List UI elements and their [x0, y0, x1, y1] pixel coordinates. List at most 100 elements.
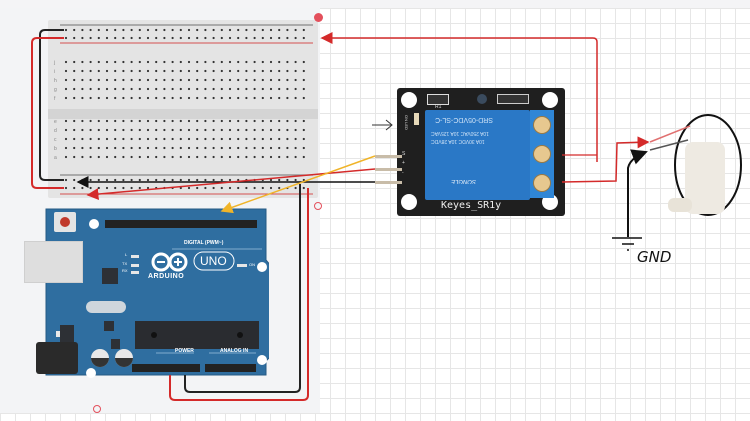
terminal-screw-com[interactable] [533, 145, 551, 163]
breadboard-hole [146, 128, 150, 132]
breadboard-hole [278, 146, 281, 150]
breadboard-hole [130, 69, 133, 73]
breadboard-hole [97, 87, 100, 91]
breadboard-hole [146, 186, 150, 190]
breadboard-hole [122, 36, 125, 40]
breadboard-hole [64, 186, 68, 190]
row-letter: c [54, 137, 57, 143]
breadboard-hole [130, 137, 133, 141]
breadboard-hole [64, 96, 68, 100]
breadboard-hole [163, 28, 166, 32]
breadboard-hole [130, 87, 133, 91]
breadboard-hole [155, 96, 158, 100]
breadboard-hole [171, 155, 174, 159]
breadboard-hole [294, 87, 297, 91]
breadboard-hole [204, 178, 207, 182]
breadboard-hole [105, 78, 109, 82]
breadboard-hole [278, 119, 281, 123]
breadboard-hole [130, 28, 133, 32]
breadboard-hole [261, 146, 264, 150]
breadboard-hole [253, 78, 256, 82]
breadboard-hole [204, 146, 207, 150]
terminal-screw-nc[interactable] [533, 174, 551, 192]
breadboard-hole [114, 69, 117, 73]
breadboard-hole [286, 137, 289, 141]
breadboard-hole [155, 155, 158, 159]
breadboard-hole [261, 137, 264, 141]
terminal-screw-no[interactable] [533, 116, 551, 134]
breadboard-hole [237, 78, 240, 82]
breadboard-hole [73, 119, 76, 123]
breadboard-hole [212, 96, 215, 100]
breadboard-hole [269, 119, 273, 123]
breadboard-hole [196, 78, 199, 82]
breadboard-hole [261, 78, 264, 82]
breadboard-hole [163, 155, 166, 159]
breadboard-hole [138, 137, 141, 141]
arduino-power-jack[interactable] [36, 342, 78, 374]
breadboard-hole [302, 36, 305, 40]
breadboard-hole [204, 128, 207, 132]
breadboard-hole [81, 128, 84, 132]
row-letter: i [54, 69, 55, 75]
relay-pin-gnd[interactable] [375, 181, 402, 184]
relay-module[interactable]: R1 ON LED SRD-05VDC-SL-C 10A 250VAC 10A … [397, 88, 565, 216]
arduino-usb-port[interactable] [24, 241, 83, 283]
breadboard-hole [269, 155, 273, 159]
water-pump[interactable] [660, 110, 750, 230]
breadboard-hole [138, 119, 141, 123]
breadboard-hole [179, 69, 182, 73]
breadboard-hole [302, 60, 305, 64]
relay-mount-hole [401, 92, 417, 108]
breadboard-hole [253, 119, 256, 123]
breadboard-hole [245, 60, 248, 64]
breadboard-hole [245, 69, 248, 73]
breadboard-hole [64, 69, 68, 73]
relay-mount-hole [542, 194, 558, 210]
breadboard-hole [105, 28, 109, 32]
breadboard-hole [278, 60, 281, 64]
breadboard-hole [278, 96, 281, 100]
arduino-uno-board[interactable]: ARDUINO UNO DIGITAL (PWM~) POWER ANALOG … [24, 205, 269, 380]
breadboard-handle-bottom[interactable] [314, 202, 322, 210]
arduino-reset-button[interactable] [54, 212, 76, 232]
breadboard-hole [286, 87, 289, 91]
breadboard-hole [97, 69, 100, 73]
breadboard-hole [294, 69, 297, 73]
arduino-led-l-label: L [125, 252, 128, 257]
breadboard-hole [146, 155, 150, 159]
breadboard-hole [130, 146, 133, 150]
breadboard-hole [97, 146, 100, 150]
breadboard-hole [187, 36, 191, 40]
breadboard-hole [97, 60, 100, 64]
relay-pin-signal[interactable] [375, 155, 402, 158]
breadboard-hole [269, 128, 273, 132]
breadboard-hole [114, 36, 117, 40]
breadboard-hole [253, 137, 256, 141]
breadboard-hole [146, 96, 150, 100]
breadboard-hole [171, 178, 174, 182]
breadboard-hole [64, 178, 68, 182]
relay-pin-vcc[interactable] [375, 168, 402, 171]
breadboard-hole [122, 186, 125, 190]
row-letter: h [54, 78, 57, 84]
breadboard-hole [294, 119, 297, 123]
arduino-handle-bottom[interactable] [93, 405, 101, 413]
breadboard-hole [138, 28, 141, 32]
breadboard-hole [228, 178, 232, 182]
breadboard-hole [294, 155, 297, 159]
breadboard-hole [114, 60, 117, 64]
breadboard-hole [228, 137, 232, 141]
breadboard-hole [294, 178, 297, 182]
breadboard-hole [237, 137, 240, 141]
breadboard-hole [187, 78, 191, 82]
breadboard-hole [179, 186, 182, 190]
breadboard-handle-top[interactable] [314, 13, 323, 22]
resistor-r1 [427, 94, 449, 105]
breadboard-hole [81, 69, 84, 73]
relay-pin-label-minus: - [402, 170, 404, 176]
breadboard-hole [155, 78, 158, 82]
breadboard-hole [138, 36, 141, 40]
